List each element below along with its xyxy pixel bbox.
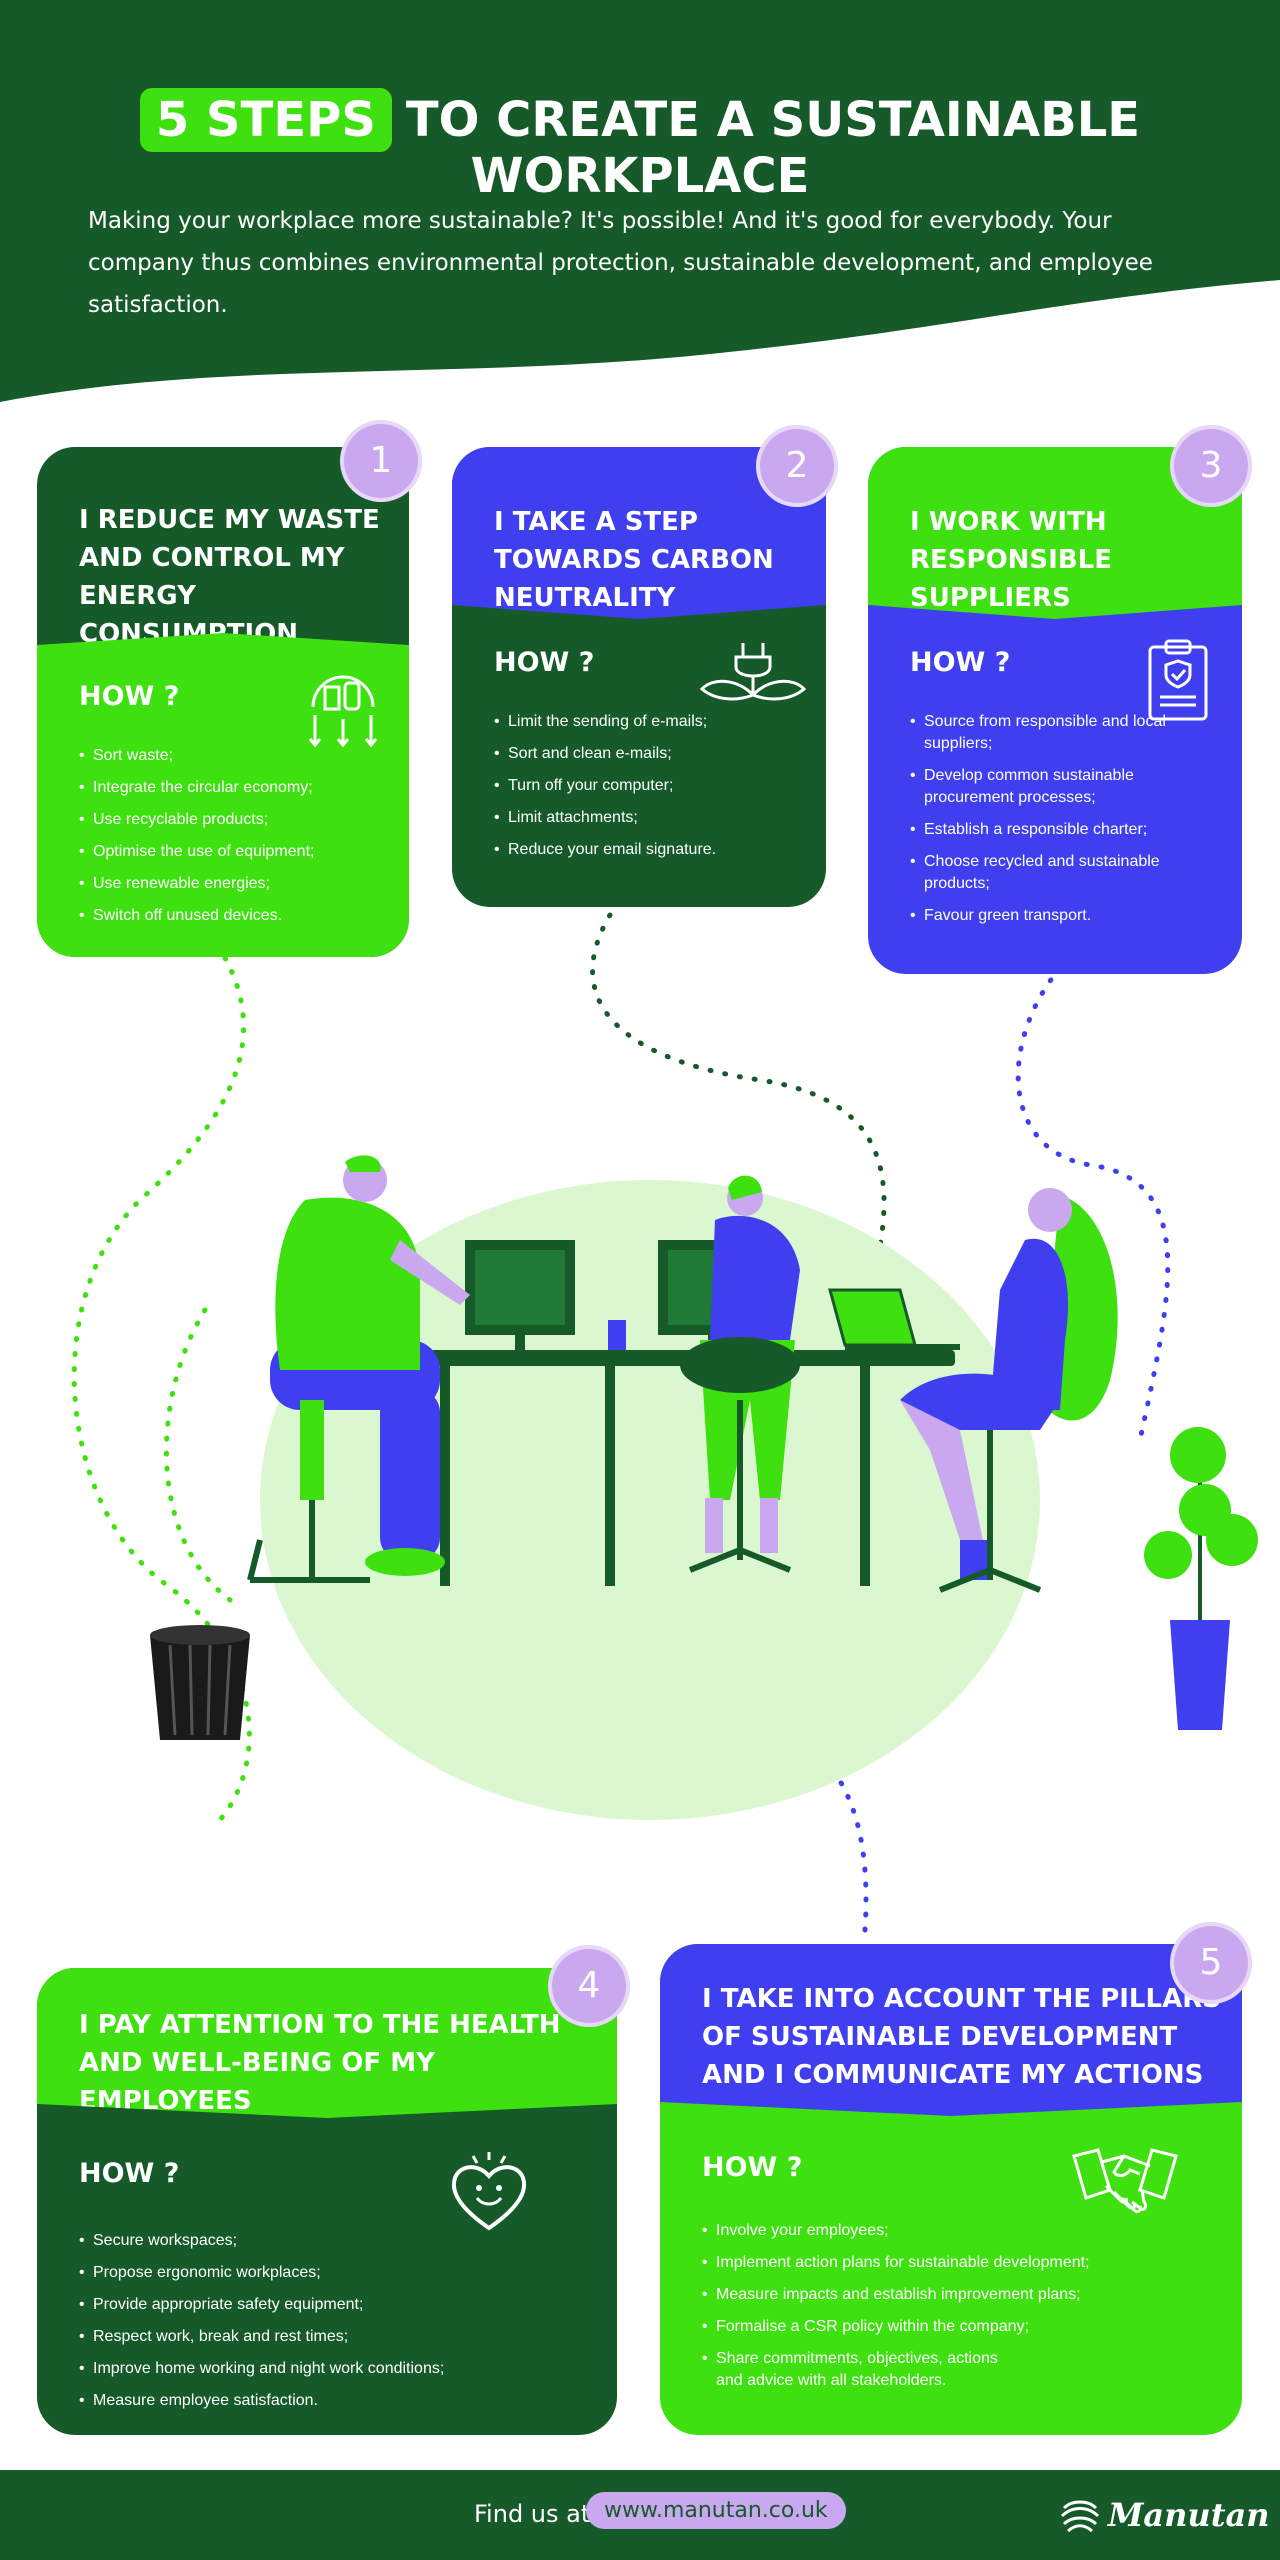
list-item: Use recyclable products; <box>79 809 379 831</box>
list-item: Share commitments, objectives, actions a… <box>702 2348 1016 2392</box>
list-item: Integrate the circular economy; <box>79 777 379 799</box>
list-item: Limit the sending of e-mails; <box>494 711 804 733</box>
list-item: Develop common sustainable procurement p… <box>910 765 1180 809</box>
footer: Find us at www.manutan.co.uk Manutan <box>0 2470 1280 2560</box>
manutan-logo-icon <box>1060 2500 1100 2533</box>
step-card-3: I WORK WITH RESPONSIBLE SUPPLIERS HOW ? … <box>868 447 1242 974</box>
desk-leg <box>605 1366 615 1586</box>
step-title: I WORK WITH RESPONSIBLE SUPPLIERS <box>910 507 1112 613</box>
woman-standing-figure <box>680 1175 800 1573</box>
step-number-badge: 2 <box>756 425 838 507</box>
monitor-icon <box>465 1240 575 1353</box>
list-item: Involve your employees; <box>702 2220 1172 2242</box>
how-heading: HOW ? <box>910 647 1011 678</box>
list-item: Limit attachments; <box>494 807 804 829</box>
list-item: Turn off your computer; <box>494 775 804 797</box>
step-number-badge: 5 <box>1170 1922 1252 2004</box>
step-title: I REDUCE MY WASTE AND CONTROL MY ENERGY … <box>79 505 380 649</box>
how-heading: HOW ? <box>702 2152 803 2183</box>
man-figure <box>247 1155 470 1583</box>
list-item: Source from responsible and local suppli… <box>910 711 1180 755</box>
handshake-icon <box>1072 2148 1178 2214</box>
step-title: I TAKE INTO ACCOUNT THE PILLARS OF SUSTA… <box>702 1984 1221 2090</box>
list-item: Reduce your email signature. <box>494 839 804 861</box>
list-item: Implement action plans for sustainable d… <box>702 2252 1172 2274</box>
how-heading: HOW ? <box>494 647 595 678</box>
step-number-badge: 1 <box>340 420 422 502</box>
website-link[interactable]: www.manutan.co.uk <box>586 2492 846 2529</box>
smiling-heart-icon <box>451 2152 527 2231</box>
laptop-icon <box>828 1288 960 1350</box>
plug-leaves-icon <box>699 643 807 701</box>
recycling-bins-icon <box>308 675 378 748</box>
list-item: Improve home working and night work cond… <box>79 2358 579 2380</box>
step-title: I PAY ATTENTION TO THE HEALTH AND WELL-B… <box>79 2010 561 2116</box>
list-item: Favour green transport. <box>910 905 1180 927</box>
list-item: Propose ergonomic workplaces; <box>79 2262 579 2284</box>
how-heading: HOW ? <box>79 681 180 712</box>
title-text: TO CREATE A SUSTAINABLE WORKPLACE <box>405 92 1141 204</box>
list-item: Use renewable energies; <box>79 873 379 895</box>
intro-text: Making your workplace more sustainable? … <box>88 208 1153 318</box>
waste-basket-icon <box>150 1625 250 1740</box>
pen-cup <box>608 1320 626 1350</box>
list-item: Secure workspaces; <box>79 2230 579 2252</box>
find-us-label: Find us at <box>474 2500 591 2528</box>
dotted-connectors <box>71 912 1171 1933</box>
list-item: Switch off unused devices. <box>79 905 379 927</box>
step-number-badge: 3 <box>1170 425 1252 507</box>
desk-top <box>355 1350 955 1366</box>
list-item: Sort and clean e-mails; <box>494 743 804 765</box>
step-card-1: I REDUCE MY WASTE AND CONTROL MY ENERGY … <box>37 447 409 957</box>
list-item: Choose recycled and sustainable products… <box>910 851 1180 895</box>
list-item: Sort waste; <box>79 745 379 767</box>
list-item: Establish a responsible charter; <box>910 819 1180 841</box>
title-highlight: 5 STEPS <box>139 88 392 152</box>
desk-leg <box>440 1366 450 1586</box>
list-item: Optimise the use of equipment; <box>79 841 379 863</box>
step-card-4: I PAY ATTENTION TO THE HEALTH AND WELL-B… <box>37 1968 617 2435</box>
step-number-badge: 4 <box>548 1945 630 2027</box>
plant-pot-icon <box>1144 1427 1258 1730</box>
woman-seated-figure <box>900 1188 1118 1593</box>
list-item: Respect work, break and rest times; <box>79 2326 579 2348</box>
list-item: Measure impacts and establish improvemen… <box>702 2284 1172 2306</box>
step-card-2: I TAKE A STEP TOWARDS CARBON NEUTRALITY … <box>452 447 826 907</box>
step-card-5: I TAKE INTO ACCOUNT THE PILLARS OF SUSTA… <box>660 1944 1242 2435</box>
how-heading: HOW ? <box>79 2158 180 2189</box>
office-illustration <box>150 1155 1258 1820</box>
list-item: Provide appropriate safety equipment; <box>79 2294 579 2316</box>
desk-leg <box>860 1366 870 1586</box>
list-item: Measure employee satisfaction. <box>79 2390 579 2412</box>
brand-name: Manutan <box>1108 2496 1270 2534</box>
step-title: I TAKE A STEP TOWARDS CARBON NEUTRALITY <box>494 507 774 613</box>
list-item: Formalise a CSR policy within the compan… <box>702 2316 1172 2338</box>
